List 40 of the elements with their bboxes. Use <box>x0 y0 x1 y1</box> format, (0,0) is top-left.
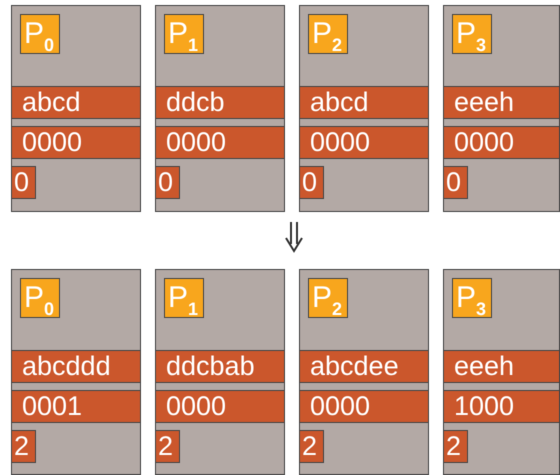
process-label: P$_{0}$ <box>20 14 60 54</box>
counter-value: 2 <box>444 430 468 463</box>
panel <box>443 5 560 212</box>
bit-vector-bar: 0000 <box>444 126 559 159</box>
counter-value: 0 <box>156 166 180 199</box>
counter-value: 2 <box>300 430 324 463</box>
panel <box>155 5 285 212</box>
panel <box>443 269 560 475</box>
string-bar: abcddd <box>12 350 140 383</box>
counter-value: 0 <box>444 166 468 199</box>
string-bar: eeeh <box>444 350 559 383</box>
panel <box>299 269 429 475</box>
panel <box>155 269 285 475</box>
counter-value: 2 <box>12 430 36 463</box>
bit-vector-bar: 0000 <box>156 126 284 159</box>
process-label: P$_{2}$ <box>308 278 348 318</box>
bit-vector-bar: 0000 <box>300 126 428 159</box>
process-label: P$_{1}$ <box>164 14 204 54</box>
process-label: P$_{3}$ <box>452 14 492 54</box>
counter-value: 0 <box>12 166 36 199</box>
string-bar: ddcbab <box>156 350 284 383</box>
string-bar: ddcb <box>156 86 284 119</box>
bit-vector-bar: 0000 <box>156 390 284 423</box>
process-label: P$_{1}$ <box>164 278 204 318</box>
string-bar: abcdee <box>300 350 428 383</box>
bit-vector-bar: 1000 <box>444 390 559 423</box>
panel <box>11 269 141 475</box>
bit-vector-bar: 0001 <box>12 390 140 423</box>
bit-vector-bar: 0000 <box>300 390 428 423</box>
string-bar: abcd <box>300 86 428 119</box>
string-bar: abcd <box>12 86 140 119</box>
panel <box>11 5 141 212</box>
panel <box>299 5 429 212</box>
bit-vector-bar: 0000 <box>12 126 140 159</box>
string-bar: eeeh <box>444 86 559 119</box>
counter-value: 0 <box>300 166 324 199</box>
counter-value: 2 <box>156 430 180 463</box>
process-label: P$_{2}$ <box>308 14 348 54</box>
process-label: P$_{3}$ <box>452 278 492 318</box>
process-label: P$_{0}$ <box>20 278 60 318</box>
